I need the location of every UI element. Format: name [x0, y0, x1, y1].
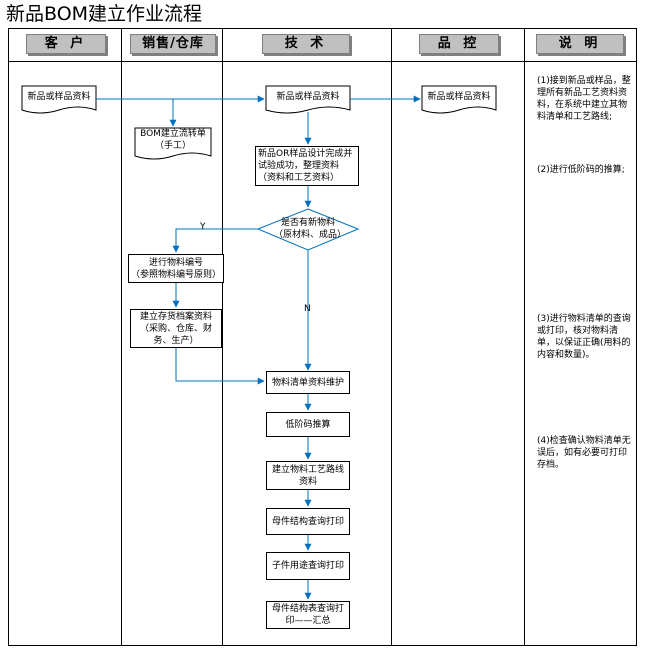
bom-transfer-shape	[134, 127, 212, 160]
lane-header-technology: 技 术	[262, 34, 350, 54]
bom-maintain-box: 物料清单资料维护	[266, 371, 350, 394]
customer-doc-shape	[21, 85, 97, 114]
qc-doc-shape	[421, 85, 497, 114]
note-4: (4)检查确认物料清单无误后，如有必要可打印存档。	[537, 436, 631, 470]
lane-divider-2	[222, 28, 223, 646]
lane-header-notes: 说 明	[536, 34, 624, 54]
lane-header-quality-control: 品 控	[419, 34, 499, 54]
qc-doc: 新品或样品资料	[427, 92, 491, 102]
flowchart-frame	[8, 28, 637, 646]
lane-divider-4	[524, 28, 525, 646]
customer-doc: 新品或样品资料	[27, 92, 91, 102]
lane-divider-1	[121, 28, 122, 646]
parent-query-box: 母件结构查询打印	[266, 508, 350, 535]
lane-header-customer: 客 户	[26, 34, 106, 54]
page-title: 新品BOM建立作业流程	[6, 3, 203, 25]
yes-label: Y	[200, 222, 206, 232]
child-query-box: 子件用途查询打印	[266, 552, 350, 580]
inventory-file-box: 建立存货档案资料 （采购、仓库、财务、生产）	[130, 309, 222, 348]
bom-transfer-sheet: BOM建立流转单 （手工）	[140, 129, 206, 151]
note-1: (1)接到新品或样品，整理所有新品工艺资料资料，在系统中建立其物料清单和工艺路线…	[537, 76, 631, 122]
lane-divider-3	[391, 28, 392, 646]
routing-box: 建立物料工艺路线资料	[266, 461, 350, 490]
no-label: N	[304, 304, 311, 314]
arrow-inventory-to-bom	[175, 348, 265, 385]
parent-summary-box: 母件结构表查询打印——汇总	[266, 601, 350, 629]
note-2: (2)进行低阶码的推算;	[537, 165, 625, 175]
design-verify-box: 新品OR样品设计完成并试验成功，整理资料（资料和工艺资料）	[255, 146, 359, 186]
tech-doc-shape	[265, 85, 351, 114]
low-level-code-box: 低阶码推算	[266, 412, 350, 437]
arrow-yes-to-coding	[172, 228, 258, 253]
material-coding-box: 进行物料编号 （参照物料编号原则）	[128, 254, 224, 283]
tech-doc: 新品或样品资料	[276, 92, 340, 102]
lane-header-sales-warehouse: 销售/仓库	[130, 34, 216, 54]
header-divider	[8, 61, 637, 62]
note-3: (3)进行物料清单的查询或打印，核对物料清单，以保证正确(用料的内容和数量)。	[537, 314, 631, 360]
decision-text: 是否有新物料（原材料、成品）	[274, 218, 347, 240]
